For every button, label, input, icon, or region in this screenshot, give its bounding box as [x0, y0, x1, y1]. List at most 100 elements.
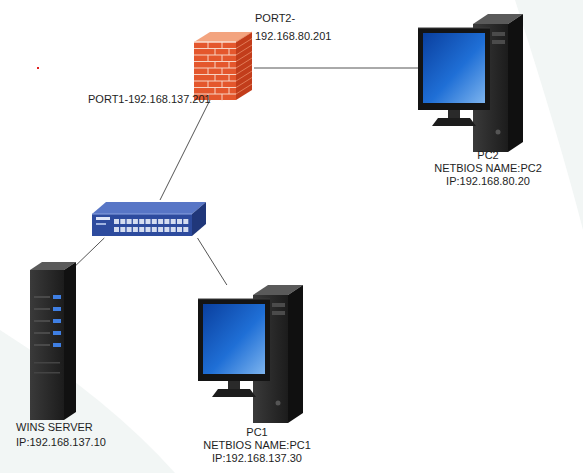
server-front — [30, 270, 64, 420]
server-led — [53, 295, 61, 299]
switch-port — [152, 219, 157, 224]
network-link — [254, 68, 418, 69]
monitor-frame — [418, 28, 490, 110]
server-node: WINS SERVERIP:192.168.137.10 — [30, 262, 76, 420]
switch-port — [152, 227, 157, 232]
server-led — [53, 319, 61, 323]
switch-label — [96, 223, 106, 225]
server-slot — [34, 344, 50, 346]
mortar-line — [222, 55, 223, 62]
server-slot — [34, 332, 50, 334]
switch-node — [92, 200, 208, 238]
server-slot — [34, 308, 50, 310]
switch-port — [133, 219, 138, 224]
wall-side — [236, 32, 252, 100]
switch-port — [127, 219, 132, 224]
network-link — [76, 238, 104, 265]
mortar-line — [208, 55, 209, 62]
tower-side — [508, 14, 523, 152]
pc-node: PC1NETBIOS NAME:PC1IP:192.168.137.30 — [198, 285, 303, 423]
switch-port — [114, 227, 119, 232]
red-dot — [37, 67, 39, 69]
mortar-line — [236, 45, 252, 55]
port-label: PORT1-192.168.137.201 — [88, 93, 248, 106]
mortar-line — [236, 52, 252, 62]
port-label: PORT2- 192.168.80.201 — [255, 9, 347, 45]
monitor-screen — [203, 304, 265, 374]
device-name: PC1 — [177, 426, 337, 439]
mortar-line — [229, 62, 230, 69]
pc-node: PC2NETBIOS NAME:PC2IP:192.168.80.20 — [418, 14, 528, 147]
switch-icon — [92, 200, 208, 238]
switch-port — [171, 219, 176, 224]
drive-bay — [272, 303, 285, 307]
monitor-base — [212, 389, 256, 397]
server-led — [53, 307, 61, 311]
ip-address: IP:192.168.80.20 — [408, 175, 568, 188]
ip-address: IP:192.168.137.10 — [16, 436, 156, 449]
server-slot — [34, 362, 60, 364]
drive-bay — [492, 32, 505, 36]
mortar-line — [194, 55, 236, 56]
mortar-line — [229, 88, 230, 95]
switch-port — [146, 227, 151, 232]
mortar-line — [236, 78, 252, 88]
switch-port — [114, 219, 119, 224]
netbios-name: NETBIOS NAME:PC1 — [177, 439, 337, 452]
mortar-line — [208, 81, 209, 88]
switch-port — [120, 227, 125, 232]
device-name: PC2 — [408, 149, 568, 162]
switch-port — [146, 219, 151, 224]
pc-icon — [198, 285, 303, 423]
switch-port — [183, 219, 188, 224]
switch-top — [92, 202, 206, 214]
mortar-line — [229, 49, 230, 56]
drive-bay — [492, 40, 505, 44]
mortar-line — [194, 42, 236, 43]
drive-bay — [272, 311, 285, 315]
mortar-line — [208, 42, 209, 49]
firewall-node: PORT2- 192.168.80.201PORT1-192.168.137.2… — [192, 28, 254, 100]
network-link — [198, 238, 227, 285]
mortar-line — [208, 68, 209, 75]
server-name: WINS SERVER — [16, 421, 156, 434]
switch-port — [139, 219, 144, 224]
ip-address: IP:192.168.137.30 — [177, 452, 337, 465]
mortar-line — [215, 62, 216, 69]
background-swoosh — [515, 0, 583, 230]
switch-port — [164, 219, 169, 224]
monitor-edge — [418, 28, 490, 29]
network-link — [160, 100, 210, 200]
monitor-stand — [228, 380, 240, 390]
mortar-line — [236, 39, 252, 49]
switch-port — [183, 227, 188, 232]
monitor-base — [432, 118, 476, 126]
server-slot — [34, 296, 50, 298]
switch-port — [158, 227, 163, 232]
mortar-line — [222, 68, 223, 75]
switch-edge — [92, 214, 192, 215]
switch-port — [164, 227, 169, 232]
wall-front — [194, 42, 236, 100]
server-slot — [34, 320, 50, 322]
server-icon — [30, 262, 76, 420]
mortar-line — [236, 65, 252, 75]
mortar-line — [222, 42, 223, 49]
switch-port — [158, 219, 163, 224]
monitor-screen — [423, 33, 485, 103]
power-button — [276, 401, 281, 406]
mortar-line — [236, 32, 252, 42]
switch-port — [177, 219, 182, 224]
mortar-line — [236, 84, 252, 94]
netbios-name: NETBIOS NAME:PC2 — [408, 162, 568, 175]
monitor-stand — [448, 109, 460, 119]
background-swoosh — [0, 330, 175, 473]
mortar-line — [215, 49, 216, 56]
mortar-line — [236, 71, 252, 81]
server-slot — [34, 372, 60, 374]
mortar-line — [215, 75, 216, 82]
power-button — [496, 130, 501, 135]
switch-port — [133, 227, 138, 232]
switch-port — [171, 227, 176, 232]
